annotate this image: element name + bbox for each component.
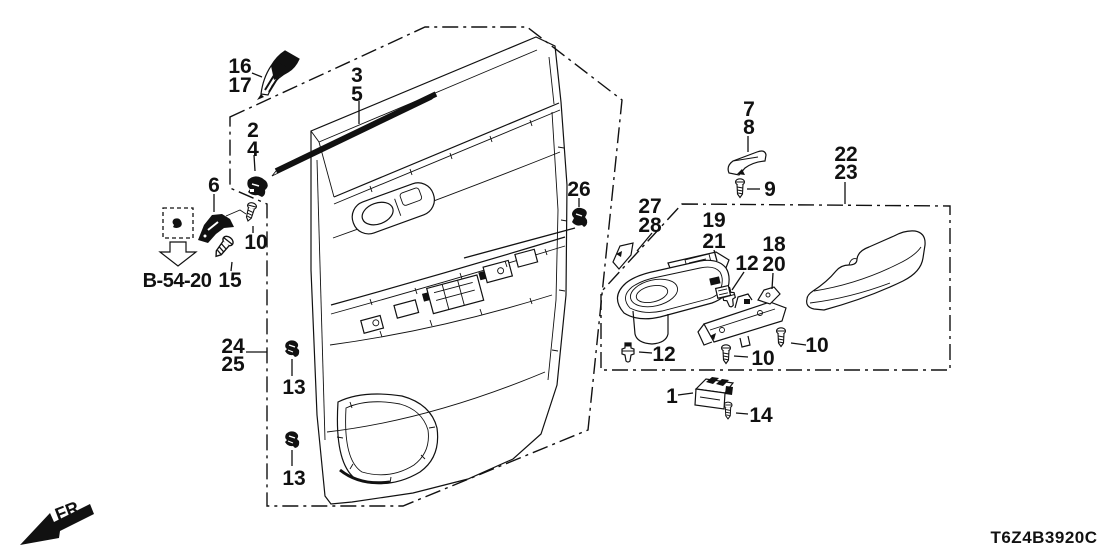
callout-21[interactable]: 21 <box>702 230 726 253</box>
part-bolt-15 <box>210 233 236 261</box>
callout-10a[interactable]: 10 <box>244 231 267 254</box>
callout-13b[interactable]: 13 <box>282 467 305 490</box>
part-switch-panel-19-21 <box>616 251 732 345</box>
part-screw-10c <box>720 344 732 365</box>
callout-13a[interactable]: 13 <box>282 376 305 399</box>
callout-28[interactable]: 28 <box>638 214 662 237</box>
callout-23[interactable]: 23 <box>834 161 857 184</box>
part-screw-10a <box>243 201 258 223</box>
part-pad-27-28 <box>612 242 634 270</box>
callout-labels: 16 17 3 5 2 4 6 10 15 24 25 13 13 26 27 … <box>208 55 858 490</box>
part-bracket-18-20 <box>697 286 787 348</box>
leader-lines <box>213 72 846 466</box>
callout-18[interactable]: 18 <box>762 233 786 256</box>
part-armrest-22-23 <box>806 230 926 311</box>
part-screw-9 <box>734 178 746 199</box>
part-window-switch-1 <box>694 377 735 410</box>
part-screw-10b <box>775 327 787 348</box>
callout-2[interactable]: 2 <box>247 119 259 142</box>
callout-4[interactable]: 4 <box>247 138 259 161</box>
callout-12b[interactable]: 12 <box>652 343 675 366</box>
part-clip-26 <box>572 207 588 227</box>
cross-reference-label[interactable]: B-54-20 <box>143 270 213 292</box>
callout-8[interactable]: 8 <box>743 116 755 139</box>
callout-5[interactable]: 5 <box>351 83 363 106</box>
callout-1[interactable]: 1 <box>666 385 678 408</box>
callout-14[interactable]: 14 <box>749 404 773 427</box>
diagram-code: T6Z4B3920C <box>990 528 1097 547</box>
clip-tick-marks <box>336 119 568 484</box>
callout-12a[interactable]: 12 <box>735 252 758 275</box>
part-bracket-6 <box>198 209 247 243</box>
part-clip-13a <box>284 339 300 358</box>
fr-arrow-icon <box>20 504 94 545</box>
door-panel-boundary <box>229 26 623 507</box>
callout-7[interactable]: 7 <box>743 98 755 121</box>
armrest-group-boundary <box>600 203 951 371</box>
part-corner-garnish <box>257 50 300 100</box>
part-cap-7-8 <box>727 150 767 176</box>
door-panel-drawing <box>310 36 568 505</box>
mounting-brackets <box>360 248 539 334</box>
part-clip-2-4 <box>247 176 268 197</box>
callout-22[interactable]: 22 <box>834 143 857 166</box>
reference-dashed-box <box>162 207 194 239</box>
callout-9[interactable]: 9 <box>764 178 776 201</box>
callout-15[interactable]: 15 <box>218 269 242 292</box>
callout-10c[interactable]: 10 <box>751 347 774 370</box>
reference-clip <box>172 218 182 228</box>
callout-10b[interactable]: 10 <box>805 334 828 357</box>
part-clip-13b <box>284 430 300 449</box>
part-weatherstrip <box>271 91 438 177</box>
part-screw-14 <box>723 401 733 420</box>
callout-16[interactable]: 16 <box>228 55 251 78</box>
callout-25[interactable]: 25 <box>221 353 245 376</box>
fr-label: FR. <box>52 496 86 525</box>
fr-direction-indicator: FR. <box>20 496 94 545</box>
callout-17[interactable]: 17 <box>228 74 251 97</box>
part-clip-12b <box>621 342 635 363</box>
reference-arrow-icon <box>158 241 198 267</box>
callout-27[interactable]: 27 <box>638 195 661 218</box>
callout-26[interactable]: 26 <box>567 178 590 201</box>
callout-19[interactable]: 19 <box>702 209 725 232</box>
callout-24[interactable]: 24 <box>221 335 245 358</box>
callout-6[interactable]: 6 <box>208 174 220 197</box>
callout-3[interactable]: 3 <box>351 64 363 87</box>
callout-20[interactable]: 20 <box>762 253 785 276</box>
door-handle-cutout <box>351 182 435 235</box>
